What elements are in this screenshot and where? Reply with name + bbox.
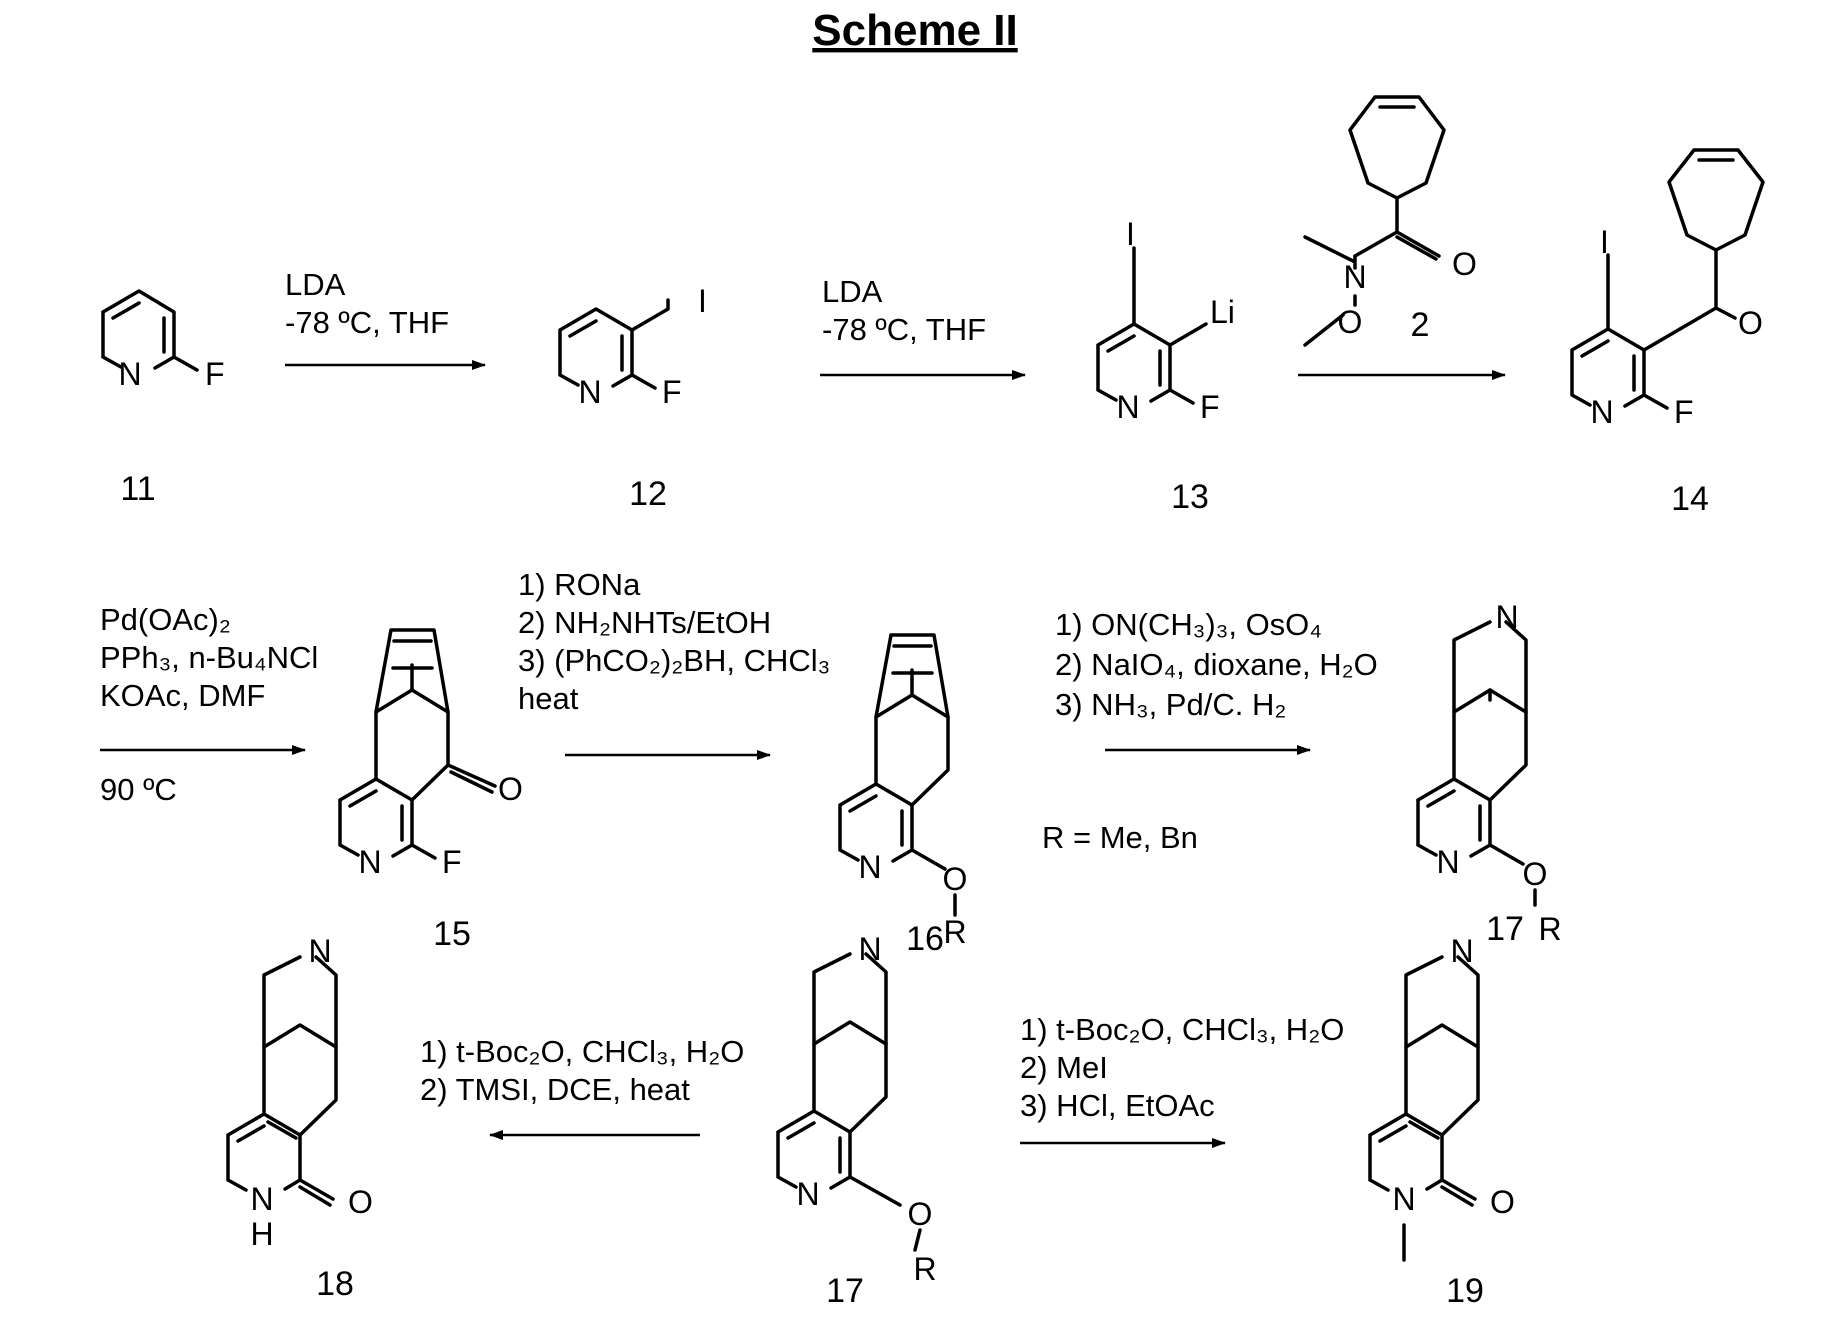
condition-step7-line1: 1) t-Boc₂O, CHCl₃, H₂O [420,1034,744,1069]
atom-N: N [250,1181,273,1217]
atom-N: N [1343,259,1366,295]
compound-15-structure: N F O [340,630,523,880]
condition-step5-line3: 3) (PhCO₂)₂BH, CHCl₃ [518,643,830,678]
atom-N: N [578,374,601,410]
atom-N: N [858,931,881,967]
atom-O: O [943,861,968,897]
r-definition: R = Me, Bn [1042,820,1198,855]
condition-step6-line3: 3) NH₃, Pd/C. H₂ [1055,687,1286,722]
atom-O: O [1490,1184,1515,1220]
atom-N: N [1450,933,1473,969]
atom-O: O [498,771,523,807]
atom-I: I [1600,224,1609,260]
atom-R: R [1538,911,1561,947]
compound-12-structure: N F I [560,283,707,410]
condition-step6-line1: 1) ON(CH₃)₃, OsO₄ [1055,607,1322,642]
condition-step6-line2: 2) NaIO₄, dioxane, H₂O [1055,647,1378,682]
atom-F: F [205,356,225,392]
atom-N: N [1436,844,1459,880]
condition-step2-line2: -78 ºC, THF [822,312,986,347]
condition-step4-line2: PPh₃, n-Bu₄NCl [100,640,318,675]
atom-N: N [308,933,331,969]
compound-17-structure: N N O R [778,931,937,1287]
compound-14-structure: N F I O [1572,150,1763,430]
compound-16-structure: N O R [840,635,967,950]
condition-step8-line2: 2) MeI [1020,1050,1108,1085]
compound-label-13: 13 [1171,478,1209,516]
compound-label-14: 14 [1671,480,1709,518]
atom-N: N [1392,1181,1415,1217]
condition-step5-line1: 1) RONa [518,567,641,602]
condition-step2-line1: LDA [822,274,883,309]
atom-Li: Li [1210,294,1235,330]
compound-17-structure: N O R N [1418,599,1562,947]
compound-label-12: 12 [629,475,667,513]
atom-F: F [1674,394,1694,430]
atom-N: N [1495,599,1518,635]
atom-R: R [943,914,966,950]
compound-label-17-top: 17 [1486,910,1524,948]
atom-O: O [1452,246,1477,282]
compound-19-structure: N N O [1370,933,1515,1260]
compound-label-17-bottom: 17 [826,1272,864,1310]
atom-N: N [358,844,381,880]
condition-step5-line4: heat [518,681,579,716]
condition-step8-line3: 3) HCl, EtOAc [1020,1088,1215,1123]
atom-F: F [442,844,462,880]
atom-R: R [913,1251,936,1287]
atom-N: N [1116,389,1139,425]
atom-O: O [348,1184,373,1220]
atom-N: N [796,1176,819,1212]
atom-O: O [1338,304,1363,340]
condition-step8-line1: 1) t-Boc₂O, CHCl₃, H₂O [1020,1012,1344,1047]
atom-N: N [118,356,141,392]
atom-O: O [1523,856,1548,892]
atom-F: F [1200,389,1220,425]
atom-N: N [1590,394,1613,430]
atom-O: O [908,1196,933,1232]
scheme-title: Scheme II [812,6,1017,55]
condition-step4-line1: Pd(OAc)₂ [100,602,231,637]
compound-label-16: 16 [906,920,944,958]
atom-I: I [1126,216,1135,252]
compound-label-11: 11 [120,470,155,508]
atom-N: N [858,849,881,885]
condition-step5-line2: 2) NH₂NHTs/EtOH [518,605,771,640]
atom-I: I [698,283,707,319]
condition-step1-line2: -78 ºC, THF [285,305,449,340]
compound-label-2: 2 [1411,306,1430,344]
compound-13-structure: N F Li I [1098,216,1235,425]
atom-F: F [662,374,682,410]
compound-label-19: 19 [1446,1272,1484,1310]
compound-label-18: 18 [316,1265,354,1303]
condition-step1-line1: LDA [285,267,346,302]
condition-step4-line4: 90 ºC [100,772,177,807]
compound-label-15: 15 [433,915,471,953]
atom-O: O [1738,305,1763,341]
condition-step4-line3: KOAc, DMF [100,678,265,713]
compound-18-structure: N N H O [228,933,373,1252]
atom-H: H [250,1216,273,1252]
compound-11-structure: N F [103,291,225,392]
condition-step7-line2: 2) TMSI, DCE, heat [420,1072,690,1107]
reagent-2-structure: N O O [1305,97,1477,345]
